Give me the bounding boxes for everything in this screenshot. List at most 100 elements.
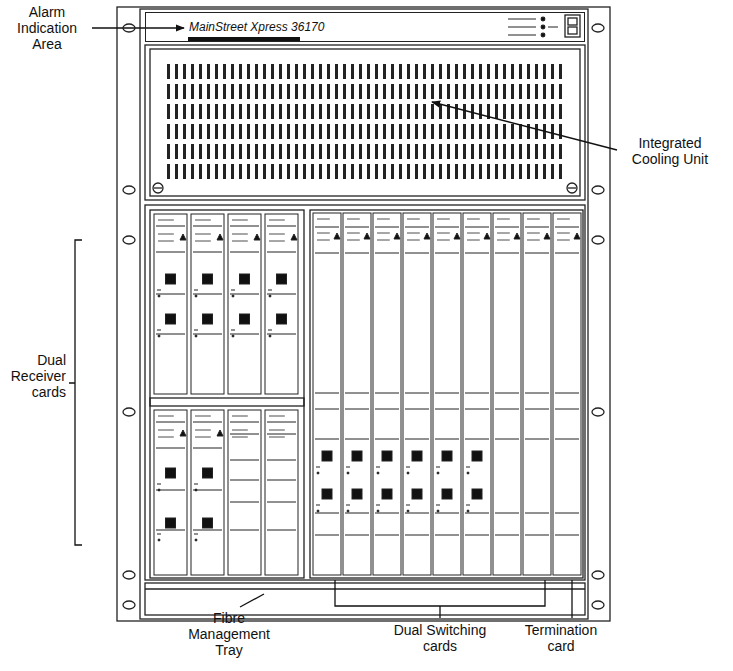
mounting-hole (123, 236, 135, 244)
mounting-hole (123, 601, 135, 609)
card-connector (203, 274, 213, 284)
card-division (267, 422, 296, 423)
card-led (377, 510, 379, 512)
card-marking (158, 220, 174, 221)
screw-slot (568, 187, 576, 188)
card-division (230, 434, 259, 435)
logo-bar (188, 37, 300, 41)
card-marking (466, 467, 470, 468)
card-division (525, 393, 549, 394)
card-division (405, 535, 429, 536)
card-division (525, 227, 549, 228)
part-label: Dual Switching cards (385, 622, 495, 654)
card-marking (527, 219, 540, 220)
card-division (555, 513, 579, 514)
card-division (345, 227, 369, 228)
card-marking (467, 233, 480, 234)
card-marking (437, 233, 450, 234)
card-connector (166, 274, 176, 284)
card-led (195, 539, 197, 541)
receiver-shelf (150, 210, 304, 578)
card-marking (232, 241, 248, 242)
card-division (315, 409, 339, 410)
card-division (555, 535, 579, 536)
card-division (156, 294, 185, 295)
card-division (315, 439, 339, 440)
circuit-card (265, 214, 298, 394)
circuit-card (493, 213, 521, 575)
led-legend-mark (508, 27, 536, 28)
mounting-hole (123, 408, 135, 416)
card-marking (195, 437, 211, 438)
card-division (230, 252, 259, 253)
card-led (347, 472, 349, 474)
card-marking (346, 505, 350, 506)
card-division (465, 253, 489, 254)
card-indicator (334, 233, 340, 239)
card-division (525, 513, 549, 514)
card-marking (232, 416, 248, 417)
card-division (315, 535, 339, 536)
card-marking (407, 240, 420, 241)
card-marking (157, 330, 161, 331)
card-cage (145, 205, 585, 580)
card-marking (269, 416, 285, 417)
card-marking (195, 234, 211, 235)
card-led (269, 335, 271, 337)
card-marking (158, 430, 174, 431)
card-connector (322, 489, 332, 499)
card-division (230, 460, 259, 461)
card-division (525, 439, 549, 440)
card-division (267, 480, 296, 481)
card-marking (194, 290, 198, 291)
card-connector (203, 314, 213, 324)
card-marking (195, 220, 211, 221)
card-marking (158, 416, 174, 417)
product-name: MainStreet Xpress 36170 (189, 20, 324, 34)
card-led (437, 510, 439, 512)
card-division (435, 393, 459, 394)
card-indicator (394, 233, 400, 239)
mounting-hole (592, 236, 604, 244)
card-marking (231, 330, 235, 331)
card-division (495, 253, 519, 254)
card-connector (442, 489, 452, 499)
card-marking (406, 467, 410, 468)
screw (567, 183, 577, 193)
card-led (158, 489, 160, 491)
card-division (230, 502, 259, 503)
card-connector (203, 518, 213, 528)
card-connector (382, 451, 392, 461)
card-indicator (484, 233, 490, 239)
card-marking (268, 290, 272, 291)
part-label: Fibre Management Tray (188, 610, 270, 658)
card-division (230, 226, 259, 227)
card-marking (527, 240, 540, 241)
card-division (525, 253, 549, 254)
card-division (345, 253, 369, 254)
alarm-switch-button (568, 18, 577, 25)
card-marking (316, 467, 320, 468)
card-division (267, 252, 296, 253)
leader-line (571, 580, 572, 618)
circuit-card (433, 213, 461, 575)
card-outline (493, 213, 521, 575)
chassis-body (140, 9, 588, 619)
card-division (435, 513, 459, 514)
card-led (407, 472, 409, 474)
card-marking (232, 234, 248, 235)
circuit-card (553, 213, 581, 575)
card-division (435, 253, 459, 254)
card-outline (553, 213, 581, 575)
card-marking (232, 430, 248, 431)
part-label: Dual Receiver cards (2, 352, 66, 400)
card-led (377, 472, 379, 474)
card-connector (240, 314, 250, 324)
card-outline (373, 213, 401, 575)
card-division (193, 294, 222, 295)
card-indicator (180, 234, 186, 240)
card-division (230, 422, 259, 423)
circuit-card (191, 410, 224, 575)
card-division (315, 513, 339, 514)
